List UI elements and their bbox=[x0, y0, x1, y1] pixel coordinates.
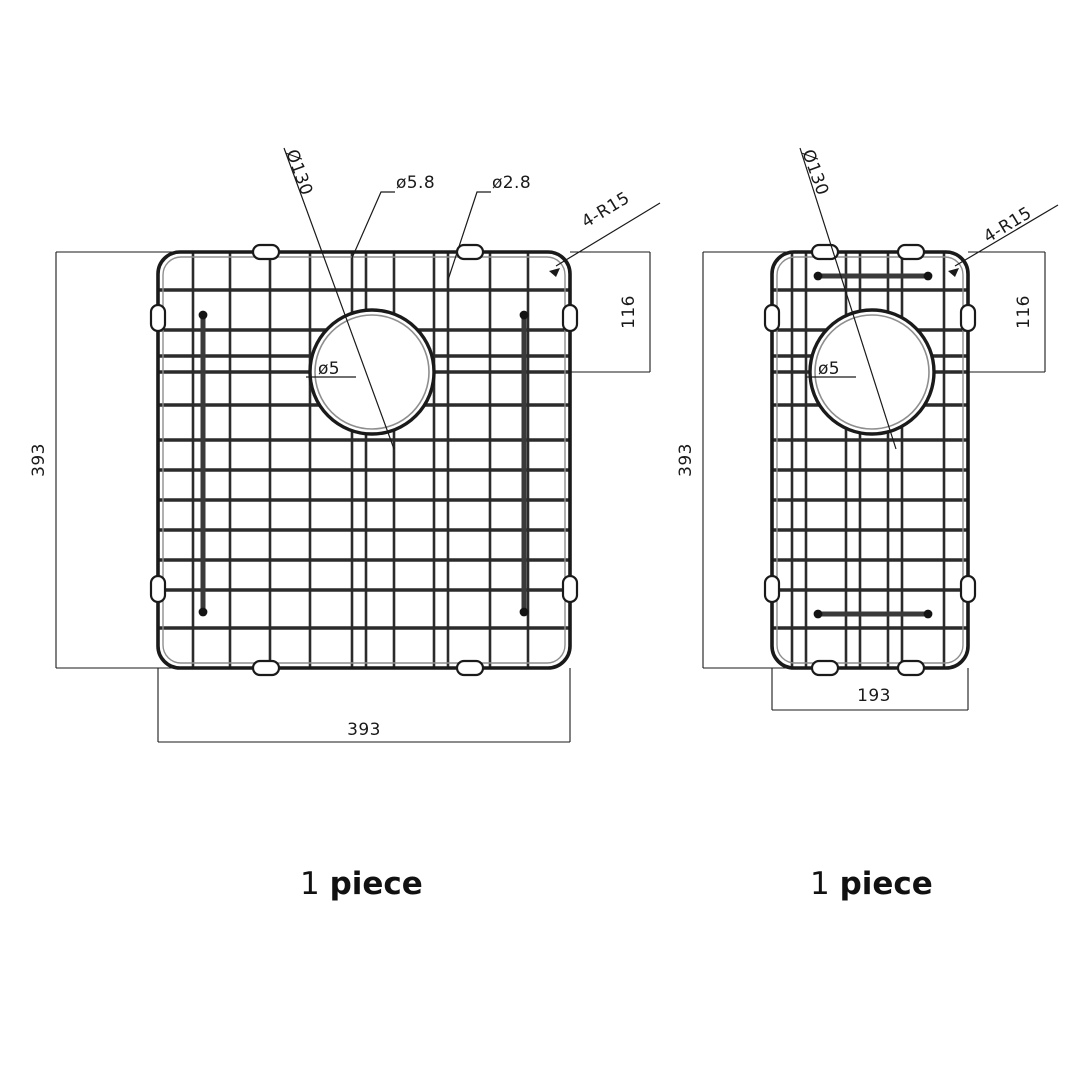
bumper-right-bottom bbox=[561, 574, 579, 604]
dim-label-right-height: 393 bbox=[676, 443, 696, 477]
leader-dia130-right bbox=[799, 147, 897, 450]
bumper-left-top-r bbox=[763, 303, 781, 333]
left-outer-frame-inner-edge bbox=[162, 256, 566, 664]
left-leg-bars bbox=[198, 310, 529, 617]
left-frame-bumpers bbox=[149, 243, 579, 677]
dim-label-right-offset-top: 116 bbox=[1014, 295, 1034, 329]
bumper-top-left-r bbox=[810, 243, 840, 261]
dim-label-right-width: 193 bbox=[857, 686, 891, 706]
right-outer-frame-inner-edge bbox=[776, 256, 964, 664]
right-leg-bar-south bbox=[813, 609, 933, 619]
right-quantity-number: 1 bbox=[810, 866, 830, 902]
bumper-bottom-left-r bbox=[810, 659, 840, 677]
leader-r15-left bbox=[555, 202, 661, 267]
bumper-right-bottom-r bbox=[959, 574, 977, 604]
right-leg-bars bbox=[813, 271, 933, 619]
leader-r15-arrow-right bbox=[948, 268, 959, 277]
bumper-right-top bbox=[561, 303, 579, 333]
left-quantity-unit: piece bbox=[329, 866, 423, 902]
left-quantity-number: 1 bbox=[300, 866, 320, 902]
bumper-bottom-right bbox=[455, 659, 485, 677]
right-leg-bar-north bbox=[813, 271, 933, 281]
dim-label-left-height: 393 bbox=[29, 443, 49, 477]
callout-left-dia58: ø5.8 bbox=[396, 173, 435, 193]
right-view-quantity-label: 1 piece bbox=[810, 866, 933, 902]
bumper-top-right bbox=[455, 243, 485, 261]
left-leg-bar-east bbox=[519, 310, 529, 617]
right-outer-frame bbox=[770, 250, 970, 670]
leader-r15-arrow-left bbox=[549, 268, 560, 277]
bumper-right-top-r bbox=[959, 303, 977, 333]
leader-dia130-left bbox=[283, 147, 395, 450]
right-quantity-unit: piece bbox=[839, 866, 933, 902]
left-mesh-vertical-wires bbox=[191, 252, 530, 668]
dim-label-left-offset-top: 116 bbox=[619, 295, 639, 329]
bumper-bottom-right-r bbox=[896, 659, 926, 677]
callout-right-dia5: ø5 bbox=[818, 359, 840, 379]
left-leader-lines bbox=[283, 147, 661, 450]
dim-label-left-width: 393 bbox=[347, 720, 381, 740]
left-leg-bar-west bbox=[198, 310, 208, 617]
bumper-left-bottom bbox=[149, 574, 167, 604]
bumper-bottom-left bbox=[251, 659, 281, 677]
left-drain-cutout bbox=[308, 308, 436, 436]
left-outer-frame bbox=[156, 250, 572, 670]
leader-dia28-left bbox=[447, 191, 491, 281]
right-leader-lines bbox=[799, 147, 1059, 450]
right-view-group: 393 193 116 Ø130 4-R15 ø5 bbox=[676, 147, 1059, 711]
callout-left-dia5: ø5 bbox=[318, 359, 340, 379]
bumper-left-top bbox=[149, 303, 167, 333]
bumper-top-left bbox=[251, 243, 281, 261]
bumper-top-right-r bbox=[896, 243, 926, 261]
bumper-left-bottom-r bbox=[763, 574, 781, 604]
leader-dia58-left bbox=[351, 191, 395, 259]
callout-left-dia28: ø2.8 bbox=[492, 173, 531, 193]
right-frame-bumpers bbox=[763, 243, 977, 677]
left-view-quantity-label: 1 piece bbox=[300, 866, 423, 902]
leader-r15-right bbox=[954, 204, 1059, 267]
right-mesh-vertical-wires bbox=[790, 252, 946, 668]
right-grid-body bbox=[770, 250, 970, 670]
